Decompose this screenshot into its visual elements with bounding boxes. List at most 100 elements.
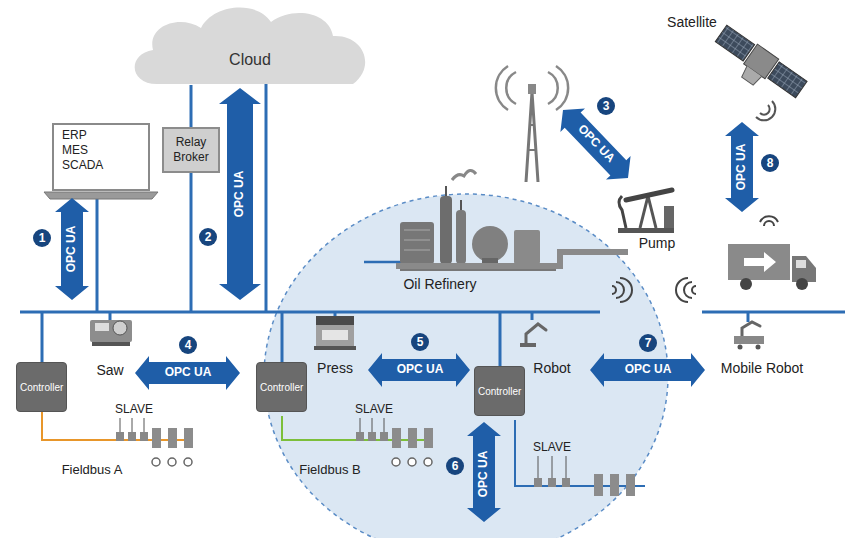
saw-icon-part [95, 323, 109, 331]
fieldbus-a-part [184, 458, 192, 466]
wifi-symbols-part [756, 101, 775, 120]
satellite-part [768, 62, 807, 98]
radio-tower-part [528, 125, 536, 150]
fieldbus-b-part [392, 428, 401, 448]
pump-jack-part [640, 196, 656, 228]
part-label: Fieldbus A [62, 463, 123, 478]
fieldbus-b [282, 416, 433, 466]
fieldbus-c-part [515, 420, 645, 486]
callout-number: 7 [639, 334, 657, 352]
double-arrow [368, 353, 470, 387]
press-icon-part [316, 316, 354, 325]
satellite-part [740, 66, 762, 86]
fieldbus-b-part [368, 432, 376, 441]
fieldbus-a-part [120, 418, 144, 432]
bus-lines-part [702, 311, 845, 314]
robot-icon [520, 324, 546, 347]
radio-tower-part [528, 84, 536, 94]
fieldbus-c-part [594, 474, 603, 496]
arrow-label: OPC UA [397, 363, 444, 377]
callout-number: 3 [597, 97, 615, 115]
oil-refinery-part [514, 230, 540, 264]
wifi-symbols-part [676, 278, 696, 302]
part-label: SLAVE [115, 403, 153, 417]
truck-part [740, 278, 752, 290]
fieldbus-a-part [152, 458, 160, 466]
part-label: Pump [639, 235, 676, 251]
truck-part [796, 260, 806, 268]
pump-jack-part [626, 190, 672, 200]
arrow-label: OPC UA [65, 226, 79, 273]
part-label: SLAVE [355, 403, 393, 417]
part-label: Robot [533, 360, 570, 376]
mobile-robot-icon-part [756, 345, 761, 350]
fieldbus-a-part [116, 432, 124, 441]
oil-refinery-part [472, 226, 508, 262]
node-text: Controller [478, 386, 521, 397]
oil-refinery-part [452, 170, 476, 180]
bus-lines-part [41, 312, 44, 362]
part-label: Fieldbus B [299, 463, 360, 478]
part-label: Saw [96, 362, 123, 378]
oil-refinery-part [404, 230, 430, 250]
oil-refinery-part [400, 269, 556, 271]
pump-jack-part [618, 228, 674, 233]
bus-lines-part [109, 312, 112, 320]
cloud-shape: Cloud [125, 0, 375, 85]
bus-lines-part [531, 312, 534, 320]
fieldbus-a-part [168, 428, 177, 448]
saw-icon-part [90, 320, 132, 342]
satellite [707, 23, 808, 109]
callout-number: 6 [446, 457, 464, 475]
fieldbus-b-part [424, 428, 433, 448]
fieldbus-c-part [562, 478, 570, 487]
fieldbus-a-part [168, 458, 176, 466]
oil-refinery-part [440, 196, 452, 264]
fieldbus-b-part [424, 458, 432, 466]
saw-icon-part [113, 321, 127, 335]
fieldbus-a-part [152, 428, 161, 448]
oil-refinery-part [456, 210, 466, 264]
bus-lines-part [20, 311, 600, 314]
laptop-base [44, 192, 158, 199]
connector-line [191, 85, 192, 127]
part-label: SLAVE [533, 441, 571, 455]
bus-lines-part [499, 312, 502, 366]
bus-lines-part [334, 312, 337, 316]
radio-tower-part [526, 92, 538, 182]
truck-part [792, 256, 816, 282]
mobile-robot-icon [734, 322, 764, 350]
truck-part [744, 252, 776, 272]
arrow-label: OPC UA [735, 144, 749, 191]
press-icon-part [322, 330, 348, 340]
fieldbus-c-part [548, 478, 556, 487]
double-arrow [55, 198, 89, 300]
part-label: Oil Refinery [403, 276, 476, 292]
robot-icon-part [526, 324, 546, 344]
callout-number: 4 [179, 336, 197, 354]
oil-refinery-part [446, 186, 461, 210]
node-text: Controller [260, 382, 303, 393]
node-text: Cloud [229, 51, 271, 69]
double-arrow [590, 353, 705, 387]
oil-refinery-part [400, 222, 434, 264]
fieldbus-c-part [610, 474, 619, 496]
relay-broker-box: Relay Broker [162, 127, 220, 173]
saw-icon [90, 320, 132, 346]
part-label: Mobile Robot [721, 360, 804, 376]
fieldbus-b-part [356, 432, 364, 441]
oil-refinery [364, 170, 628, 270]
arrow-label: OPC UA [233, 171, 247, 218]
wifi-symbols-part [612, 278, 632, 302]
bus-lines-part [747, 312, 750, 322]
controller-box: Controller [256, 362, 307, 412]
truck-part [728, 244, 790, 280]
fieldbus-b-part [380, 432, 388, 441]
fieldbus-c-part [534, 478, 542, 487]
fieldbus-c-part [538, 456, 566, 478]
fieldbus-c [515, 420, 645, 496]
press-icon-part [314, 346, 356, 350]
press-icon-part [316, 316, 354, 348]
pump-jack-part [619, 196, 626, 228]
